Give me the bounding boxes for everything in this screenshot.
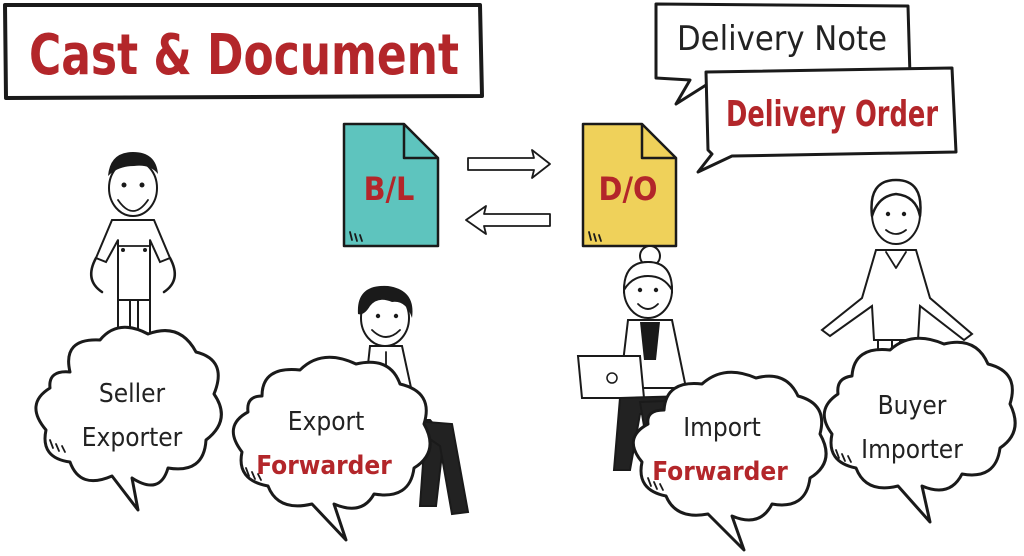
seller-label: Seller bbox=[99, 379, 166, 409]
bl-label: B/L bbox=[364, 170, 415, 208]
importer-label: Importer bbox=[861, 435, 963, 465]
delivery-order-text: Delivery Order bbox=[726, 94, 938, 135]
cloud-export-forwarder: Export Forwarder bbox=[231, 355, 432, 542]
cloud-seller: Seller Exporter bbox=[34, 325, 223, 512]
export-forwarder-label: Forwarder bbox=[256, 451, 392, 481]
bl-document-shape bbox=[342, 122, 440, 248]
buyer-label: Buyer bbox=[878, 391, 947, 421]
import-forwarder-label: Forwarder bbox=[652, 457, 788, 487]
import-label: Import bbox=[683, 413, 761, 443]
bl-document: B/L bbox=[342, 122, 440, 248]
export-label: Export bbox=[288, 407, 365, 437]
title-text: Cast & Document bbox=[29, 23, 459, 88]
exporter-label: Exporter bbox=[82, 423, 183, 453]
title-box: Cast & Document bbox=[3, 3, 484, 100]
buyer-figure bbox=[820, 178, 974, 363]
delivery-note-text: Delivery Note bbox=[677, 19, 887, 59]
do-document: D/O bbox=[581, 122, 678, 248]
do-document-shape bbox=[581, 122, 678, 248]
cloud-import-forwarder: Import Forwarder bbox=[631, 370, 828, 552]
cloud-buyer: Buyer Importer bbox=[822, 336, 1017, 524]
seller-figure bbox=[89, 152, 177, 347]
speech-box-delivery-order: Delivery Order bbox=[696, 66, 958, 174]
arrow-right-icon bbox=[467, 149, 551, 179]
do-label: D/O bbox=[599, 170, 658, 208]
arrow-left-icon bbox=[465, 205, 551, 235]
